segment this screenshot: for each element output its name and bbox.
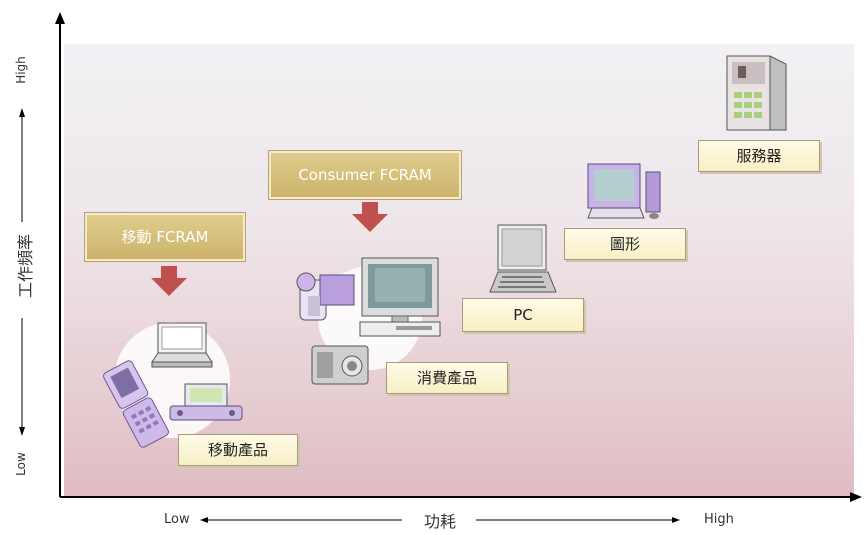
consumer-products-label: 消費產品 [386,362,508,394]
dvd-player-icon [359,321,441,337]
lcd-monitor-icon [361,257,439,325]
arrow-down-icon [352,202,388,232]
camcorder-icon [296,272,355,321]
x-low-arrowhead [200,517,208,523]
x-high-arrowhead [672,517,680,523]
graphics-label: 圖形 [564,228,686,260]
y-axis-arrowhead [55,12,65,24]
x-axis-high-label: High [704,512,734,527]
x-axis-arrowhead [850,492,862,502]
digital-camera-icon [311,345,369,385]
arrow-down-icon [151,266,187,296]
pc-label: PC [462,298,584,332]
handheld-console-icon [169,383,243,421]
y-low-arrowhead [19,427,25,436]
server-label: 服務器 [698,140,820,172]
flip-phone-icon [103,360,169,448]
y-axis-low-label: Low [14,452,28,476]
server-tower-icon [726,55,787,131]
x-axis-title: 功耗 [424,512,457,531]
x-axis-low-label: Low [164,512,190,527]
y-axis-title: 工作頻率 [16,233,35,298]
consumer-fcram-header: Consumer FCRAM [268,150,462,200]
y-high-arrowhead [19,108,25,117]
mobile-fcram-header: 移動 FCRAM [84,212,246,262]
mobile-products-label: 移動產品 [178,434,298,466]
laptop-icon [151,322,213,368]
y-axis-high-label: High [14,56,28,84]
workstation-icon [587,163,661,219]
pc-laptop-icon [489,224,557,293]
